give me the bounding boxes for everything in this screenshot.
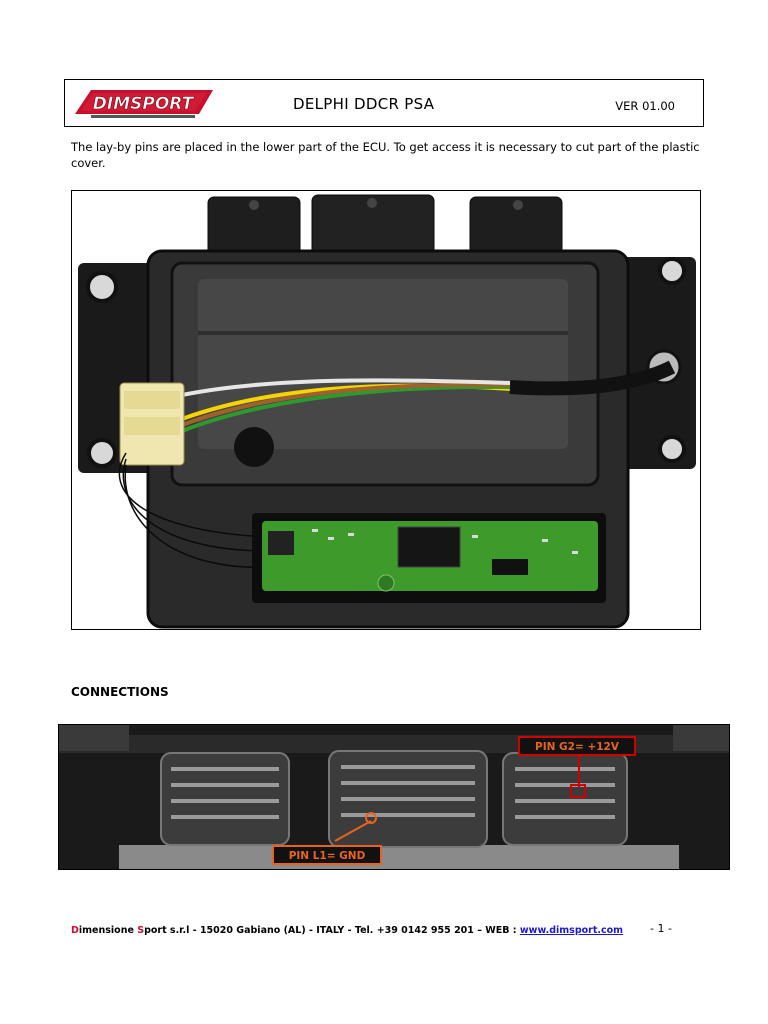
callout-pin-g2: PIN G2= +12V <box>518 736 636 798</box>
document-version: VER 01.00 <box>615 99 675 113</box>
connectors-illustration: PIN G2= +12V PIN L1= GND <box>59 725 729 869</box>
ecu-photo <box>71 190 701 630</box>
footer-letter-s: S <box>137 925 145 936</box>
page-number: - 1 - <box>650 922 672 935</box>
document-title: DELPHI DDCR PSA <box>293 95 435 113</box>
logo-text: DIMSPORT <box>93 94 195 114</box>
connectors-photo: PIN G2= +12V PIN L1= GND <box>58 724 730 870</box>
ecu-illustration <box>72 191 700 629</box>
section-heading-connections: CONNECTIONS <box>71 685 169 699</box>
thin-wires <box>118 452 269 568</box>
document-header: DIMSPORT DELPHI DDCR PSA VER 01.00 <box>64 79 704 127</box>
footer-letter-d: D <box>71 925 79 936</box>
pin-g2-label: PIN G2= +12V <box>535 741 620 753</box>
callout-pin-l1: PIN L1= GND <box>272 812 382 865</box>
footer-company-part1: imensione <box>78 925 138 936</box>
page-footer: Dimensione Sport s.r.l - 15020 Gabiano (… <box>71 925 623 936</box>
footer-company-part2: port s.r.l - 15020 Gabiano (AL) - ITALY … <box>144 925 520 936</box>
intro-paragraph: The lay-by pins are placed in the lower … <box>71 140 700 170</box>
pin-l1-label: PIN L1= GND <box>289 850 366 862</box>
wiring-harness <box>181 360 676 433</box>
footer-website-link[interactable]: www.dimsport.com <box>519 925 624 936</box>
dimsport-logo: DIMSPORT <box>75 90 213 118</box>
